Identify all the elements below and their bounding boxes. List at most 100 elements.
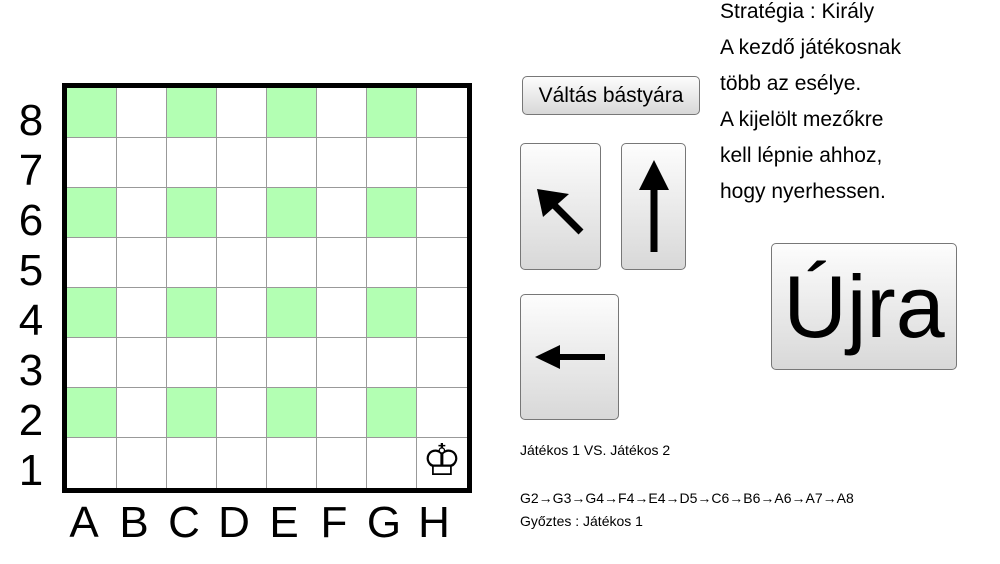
up-arrow-icon [638, 159, 669, 252]
rank-label: 2 [18, 396, 44, 445]
square-g5[interactable] [367, 238, 417, 288]
square-b5[interactable] [117, 238, 167, 288]
up-left-arrow-icon [536, 188, 583, 234]
square-a8[interactable] [67, 88, 117, 138]
square-d7[interactable] [217, 138, 267, 188]
square-e1[interactable] [267, 438, 317, 488]
rank-label: 4 [18, 296, 44, 345]
file-label: B [119, 498, 149, 547]
square-d4[interactable] [217, 288, 267, 338]
square-e3[interactable] [267, 338, 317, 388]
rank-label: 6 [18, 196, 44, 245]
square-f1[interactable] [317, 438, 367, 488]
square-c7[interactable] [167, 138, 217, 188]
square-f2[interactable] [317, 388, 367, 438]
square-g1[interactable] [367, 438, 417, 488]
rank-label: 8 [18, 96, 44, 145]
square-a7[interactable] [67, 138, 117, 188]
square-f7[interactable] [317, 138, 367, 188]
file-label: H [418, 498, 450, 547]
file-label: A [69, 498, 99, 547]
chess-board: ♔ [62, 83, 472, 493]
square-h8[interactable] [417, 88, 467, 138]
square-c6[interactable] [167, 188, 217, 238]
square-d1[interactable] [217, 438, 267, 488]
rank-label: 7 [18, 146, 44, 195]
switch-to-rook-button[interactable]: Váltás bástyára [522, 76, 700, 115]
square-b6[interactable] [117, 188, 167, 238]
square-g3[interactable] [367, 338, 417, 388]
square-c3[interactable] [167, 338, 217, 388]
strategy-info: Stratégia : Király A kezdő játékosnak tö… [720, 0, 901, 210]
square-f6[interactable] [317, 188, 367, 238]
square-g7[interactable] [367, 138, 417, 188]
square-g6[interactable] [367, 188, 417, 238]
square-e7[interactable] [267, 138, 317, 188]
square-d8[interactable] [217, 88, 267, 138]
rank-label: 1 [18, 446, 44, 495]
square-f5[interactable] [317, 238, 367, 288]
square-b2[interactable] [117, 388, 167, 438]
square-e2[interactable] [267, 388, 317, 438]
file-label: E [269, 498, 299, 547]
left-arrow-icon [534, 345, 605, 369]
square-g8[interactable] [367, 88, 417, 138]
square-d3[interactable] [217, 338, 267, 388]
square-h7[interactable] [417, 138, 467, 188]
info-line: Stratégia : Király [720, 0, 875, 23]
move-left-button[interactable] [520, 294, 619, 420]
square-f4[interactable] [317, 288, 367, 338]
square-f3[interactable] [317, 338, 367, 388]
square-d2[interactable] [217, 388, 267, 438]
square-e4[interactable] [267, 288, 317, 338]
square-h2[interactable] [417, 388, 467, 438]
square-c8[interactable] [167, 88, 217, 138]
square-b8[interactable] [117, 88, 167, 138]
square-b3[interactable] [117, 338, 167, 388]
square-d5[interactable] [217, 238, 267, 288]
move-history: G2→G3→G4→F4→E4→D5→C6→B6→A6→A7→A8 [520, 490, 854, 506]
square-c5[interactable] [167, 238, 217, 288]
square-a2[interactable] [67, 388, 117, 438]
players-label: Játékos 1 VS. Játékos 2 [520, 442, 671, 458]
square-h3[interactable] [417, 338, 467, 388]
move-up-button[interactable] [621, 143, 686, 270]
file-label: C [168, 498, 200, 547]
file-label: D [218, 498, 250, 547]
square-h4[interactable] [417, 288, 467, 338]
square-a5[interactable] [67, 238, 117, 288]
square-b7[interactable] [117, 138, 167, 188]
info-line: hogy nyerhessen. [720, 180, 886, 203]
square-a1[interactable] [67, 438, 117, 488]
square-a4[interactable] [67, 288, 117, 338]
winner-label: Győztes : Játékos 1 [520, 513, 643, 529]
square-a6[interactable] [67, 188, 117, 238]
square-f8[interactable] [317, 88, 367, 138]
rank-label: 5 [18, 246, 44, 295]
square-g4[interactable] [367, 288, 417, 338]
square-b4[interactable] [117, 288, 167, 338]
square-b1[interactable] [117, 438, 167, 488]
square-e6[interactable] [267, 188, 317, 238]
square-g2[interactable] [367, 388, 417, 438]
file-label: G [366, 498, 402, 547]
info-line: kell lépnie ahhoz, [720, 144, 883, 167]
restart-button[interactable]: Újra [771, 243, 957, 370]
rank-label: 3 [18, 346, 44, 395]
square-c2[interactable] [167, 388, 217, 438]
move-up-left-button[interactable] [520, 143, 601, 270]
square-a3[interactable] [67, 338, 117, 388]
square-c1[interactable] [167, 438, 217, 488]
square-h5[interactable] [417, 238, 467, 288]
info-line: több az esélye. [720, 72, 862, 95]
square-h6[interactable] [417, 188, 467, 238]
square-e8[interactable] [267, 88, 317, 138]
square-h1[interactable]: ♔ [417, 435, 467, 488]
info-line: A kijelölt mezőkre [720, 108, 884, 131]
white-king-icon[interactable]: ♔ [422, 435, 462, 486]
square-e5[interactable] [267, 238, 317, 288]
info-line: A kezdő játékosnak [720, 36, 901, 59]
square-c4[interactable] [167, 288, 217, 338]
square-d6[interactable] [217, 188, 267, 238]
file-label: F [320, 498, 348, 547]
